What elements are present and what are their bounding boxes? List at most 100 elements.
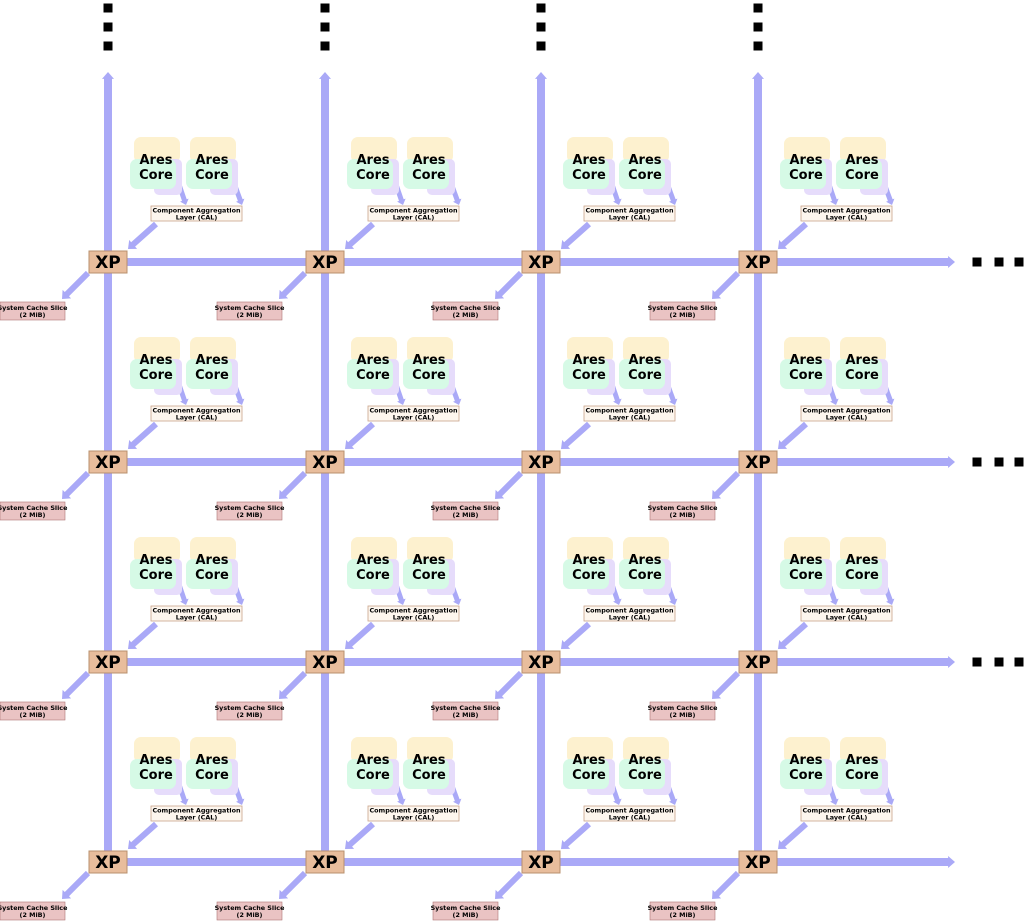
core-label-line2: Core: [845, 168, 879, 183]
system-cache-slice-r2c4: System Cache Slice(2 MiB): [648, 501, 719, 521]
system-cache-slice-r2c1: System Cache Slice(2 MiB): [0, 501, 68, 521]
core-label-line1: Ares: [789, 553, 822, 568]
core-back-layer: [840, 137, 886, 163]
system-cache-slice-r2c2: System Cache Slice(2 MiB): [215, 501, 286, 521]
cal-label-line1: Component Aggregation: [369, 807, 458, 815]
core-label-line1: Ares: [356, 553, 389, 568]
core-front-layer: [347, 559, 393, 589]
cal-to-xp-arrow-r3c1: [128, 621, 158, 649]
core-label-line2: Core: [789, 568, 823, 583]
core-label-line1: Ares: [412, 553, 445, 568]
cal-label-line1: Component Aggregation: [369, 607, 458, 615]
xp-node-box: [305, 650, 345, 674]
core-back-layer: [134, 337, 180, 363]
core-label-line2: Core: [572, 768, 606, 783]
system-cache-slice-r2c3: System Cache Slice(2 MiB): [431, 501, 501, 521]
core-front-layer: [836, 759, 882, 789]
cal-label-line2: Layer (CAL): [176, 614, 218, 622]
cal-label-line2: Layer (CAL): [393, 814, 435, 822]
system-cache-slice-r3c3: System Cache Slice(2 MiB): [431, 701, 502, 721]
core-label-line2: Core: [356, 768, 390, 783]
core-label-line2: Core: [789, 368, 823, 383]
cal-to-xp-arrow-r3c3: [561, 621, 591, 649]
xp-node-box: [305, 250, 345, 274]
xp-to-slc-arrow-r2c3: [495, 470, 524, 499]
system-cache-slice-label-line1: System Cache Slice: [648, 504, 719, 512]
cal-box-frame: [367, 405, 460, 422]
cal-to-xp-arrow-r1c4: [778, 221, 808, 249]
core-front-layer: [836, 159, 882, 189]
core-label-line1: Ares: [356, 353, 389, 368]
cal-label-line1: Component Aggregation: [152, 607, 241, 615]
system-cache-slice-box: [216, 301, 283, 321]
xp-node-box: [738, 650, 778, 674]
system-cache-slice-label-line2: (2 MiB): [670, 511, 696, 519]
core-front-layer: [403, 359, 449, 389]
core-label-line1: Ares: [139, 753, 172, 768]
core-back-layer: [623, 337, 669, 363]
system-cache-slice-label-line1: System Cache Slice: [215, 504, 286, 512]
xp-node-box: [88, 450, 128, 474]
system-cache-slice-label-line2: (2 MiB): [237, 311, 263, 319]
right-ellipsis-dot-row-3-1: [972, 657, 982, 667]
cal-label-line1: Component Aggregation: [369, 407, 458, 415]
core-label-line2: Core: [356, 368, 390, 383]
cal-label-line1: Component Aggregation: [585, 407, 674, 415]
xp-to-slc-arrow-r3c3: [495, 670, 524, 699]
right-ellipsis-dot-row-3-3: [1014, 657, 1024, 667]
system-cache-slice-r1c4: System Cache Slice(2 MiB): [648, 301, 718, 321]
xp-node-r2c4: XP: [738, 450, 778, 474]
cal-label-line2: Layer (CAL): [826, 414, 868, 422]
system-cache-slice-r1c3: System Cache Slice(2 MiB): [431, 301, 501, 321]
cal-label-line2: Layer (CAL): [826, 814, 868, 822]
top-ellipsis-dot-col-1-2: [103, 22, 113, 32]
xp-node-box: [88, 650, 128, 674]
core-back-layer: [784, 537, 830, 563]
system-cache-slice-box: [649, 301, 716, 321]
cal-box-frame: [150, 605, 243, 622]
xp-node-box: [305, 450, 345, 474]
top-ellipsis-dot-col-2-1: [320, 3, 330, 13]
xp-node-label: XP: [95, 653, 121, 673]
system-cache-slice-label-line1: System Cache Slice: [215, 704, 286, 712]
core-back-layer: [840, 537, 886, 563]
core-back-layer: [623, 737, 669, 763]
system-cache-slice-r4c3: System Cache Slice(2 MiB): [431, 901, 501, 921]
core-front-layer: [619, 159, 665, 189]
cal-label-line2: Layer (CAL): [826, 614, 868, 622]
core-back-layer: [784, 737, 830, 763]
xp-node-box: [738, 450, 778, 474]
system-cache-slice-label-line1: System Cache Slice: [431, 704, 502, 712]
xp-node-r3c2: XP: [305, 650, 345, 674]
cal-box-frame: [800, 405, 893, 422]
system-cache-slice-box: [649, 701, 716, 721]
system-cache-slice-label-line2: (2 MiB): [453, 911, 479, 919]
top-ellipsis-dot-col-4-1: [753, 3, 763, 13]
core-back-layer: [190, 737, 236, 763]
cal-label-line1: Component Aggregation: [152, 807, 241, 815]
cal-label-line1: Component Aggregation: [802, 407, 891, 415]
cal-box-frame: [583, 405, 676, 422]
xp-to-slc-arrow-r1c1: [62, 270, 91, 299]
system-cache-slice-label-line1: System Cache Slice: [648, 704, 719, 712]
cal-label-line2: Layer (CAL): [393, 614, 435, 622]
core-label-line1: Ares: [139, 553, 172, 568]
core-label-line1: Ares: [789, 153, 822, 168]
core-front-layer: [563, 759, 609, 789]
cal-label-line1: Component Aggregation: [152, 207, 241, 215]
